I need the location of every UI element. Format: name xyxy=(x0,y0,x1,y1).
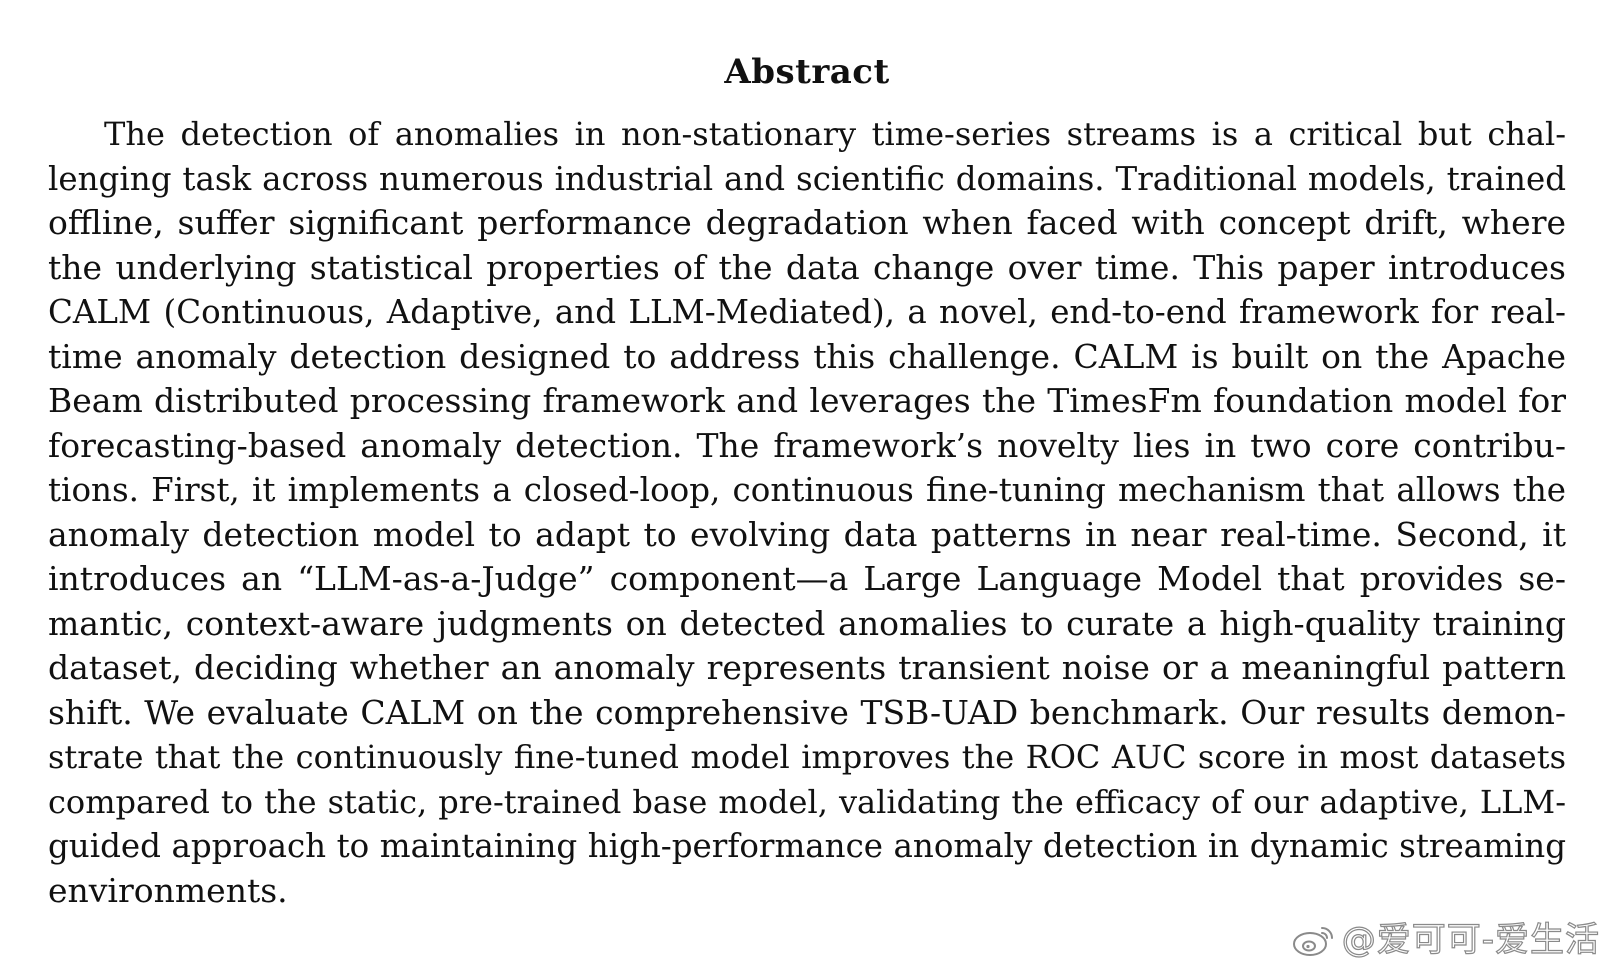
abstract-line: shift. We evaluate CALM on the comprehen… xyxy=(48,692,1566,732)
abstract-line: tions. First, it implements a closed-loo… xyxy=(48,471,1566,509)
abstract-line: environments. xyxy=(48,870,288,910)
abstract-line: forecasting-based anomaly detection. The… xyxy=(48,425,1566,465)
abstract-line: CALM (Continuous, Adaptive, and LLM-Medi… xyxy=(48,293,1566,331)
abstract-line: dataset, deciding whether an anomaly rep… xyxy=(48,648,1566,687)
abstract-line: time anomaly detection designed to addre… xyxy=(48,336,1566,376)
watermark: @爱可可-爱生活 xyxy=(1292,919,1600,961)
abstract-line: mantic, context-aware judgments on detec… xyxy=(48,603,1566,643)
abstract-line: introduces an “LLM-as-a-Judge” component… xyxy=(48,559,1566,598)
abstract-line: compared to the static, pre-trained base… xyxy=(48,782,1566,821)
abstract-line: anomaly detection model to adapt to evol… xyxy=(48,514,1566,554)
abstract-line: offline, suffer significant performance … xyxy=(48,203,1566,242)
abstract-line: The detection of anomalies in non-statio… xyxy=(104,115,1566,153)
abstract-body: The detection of anomalies in non-statio… xyxy=(48,112,1566,913)
abstract-heading: Abstract xyxy=(724,52,890,92)
weibo-icon xyxy=(1292,927,1333,956)
abstract-line: Beam distributed processing framework an… xyxy=(48,381,1566,420)
abstract-line: strate that the continuously fine-tuned … xyxy=(48,738,1566,776)
abstract-line: the underlying statistical properties of… xyxy=(48,247,1566,287)
abstract-line: lenging task across numerous industrial … xyxy=(48,159,1566,198)
abstract-line: guided approach to maintaining high-perf… xyxy=(48,827,1566,865)
watermark-text: @爱可可-爱生活 xyxy=(1341,919,1600,960)
